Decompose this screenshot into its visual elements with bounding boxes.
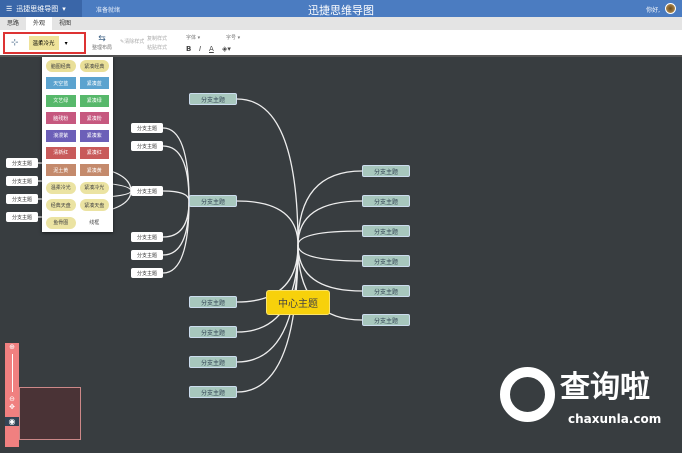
theme-option[interactable]: 紧凑绿 [79,94,109,107]
theme-option[interactable]: 紧凑粉 [79,112,109,125]
subtopic[interactable]: 分支主题 [131,123,163,133]
subtopic[interactable]: 分支主题 [131,141,163,151]
tab-idea[interactable]: 思路 [7,20,20,27]
brush-icon: ✎ [120,39,125,45]
connector-line [297,244,363,292]
theme-selector[interactable]: ⊹ 温柔冷光 ▾ [3,32,86,54]
connector-line [236,200,299,246]
fill-color-icon[interactable]: ◈▾ [222,45,231,53]
connector-line [162,200,190,274]
branch-topic[interactable]: 分支主题 [189,386,237,398]
minimap[interactable] [19,387,81,440]
connector-line [297,170,363,246]
connector-line [162,190,190,202]
ribbon-tabs: 思路 外观 视图 [0,17,682,30]
chevron-down-icon: ▾ [62,4,66,13]
subtopic[interactable]: 分支主题 [131,268,163,278]
theme-option[interactable]: 紧凑蓝 [79,77,109,90]
watermark-text: 查询啦 [560,370,650,405]
zoom-out-icon[interactable]: ⊖ [9,395,15,403]
template-icon: ⊹ [11,38,19,48]
theme-option[interactable]: 紧凑红 [79,146,109,159]
theme-option[interactable]: 紧凑天盘 [79,199,109,212]
subtopic[interactable]: 分支主题 [6,158,38,168]
subtopic[interactable]: 分支主题 [131,250,163,260]
font-color-button[interactable]: A [209,45,214,53]
paste-style-button[interactable]: 粘贴样式 [147,45,168,51]
connector-line [162,127,190,202]
branch-topic[interactable]: 分支主题 [362,314,410,326]
connector-line [297,200,363,246]
zoom-in-icon[interactable]: ⊕ [9,343,15,351]
greeting: 你好, [646,7,660,14]
menu-icon: ☰ [6,4,13,13]
central-topic[interactable]: 中心主题 [266,290,330,315]
branch-topic[interactable]: 分支主题 [189,356,237,368]
layout-icon: ⇆ [98,34,106,44]
save-status: 准备就绪 [96,7,121,14]
connector-line [236,244,299,393]
italic-button[interactable]: I [199,45,202,53]
branch-topic[interactable]: 分支主题 [362,165,410,177]
font-select[interactable]: 字体 ▾ [186,35,201,41]
connector-line [162,145,190,202]
subtopic[interactable]: 分支主题 [131,232,163,242]
theme-option[interactable]: 紧凑经典 [79,60,109,72]
zoom-slider[interactable]: ⊕ ⊖ ✥ ◉ [5,343,19,447]
zoom-track[interactable] [11,354,13,392]
page-title: 迅捷思维导图 [308,4,374,17]
theme-option[interactable]: 文艺绿 [46,94,76,107]
branch-topic[interactable]: 分支主题 [189,296,237,308]
theme-option[interactable]: 浪漫紫 [46,129,76,142]
tab-appearance[interactable]: 外观 [26,17,53,30]
move-icon[interactable]: ✥ [9,403,15,411]
theme-option[interactable]: 天空蓝 [46,77,76,90]
subtopic[interactable]: 分支主题 [6,212,38,222]
theme-dropdown: 脑图经典紧凑经典天空蓝紧凑蓝文艺绿紧凑绿脑残粉紧凑粉浪漫紫紧凑紫清新红紧凑红泥土… [42,57,113,232]
copy-style-button[interactable]: 复制样式 [147,36,168,42]
theme-option[interactable]: 清新红 [46,146,76,159]
arrange-layout-button[interactable]: ⇆整理布局 [92,34,113,51]
theme-option[interactable]: 脑图经典 [46,60,76,72]
theme-option[interactable]: 线框 [79,216,109,229]
branch-topic[interactable]: 分支主题 [362,255,410,267]
connector-line [236,98,299,246]
branch-topic[interactable]: 分支主题 [362,285,410,297]
theme-option[interactable]: 紧凑紫 [79,129,109,142]
avatar[interactable] [665,3,676,14]
connector-line [162,200,190,238]
theme-option[interactable]: 脑残粉 [46,112,76,125]
theme-option[interactable]: 温柔冷光 [46,181,76,194]
clear-style-button[interactable]: ✎清除样式 [120,39,145,45]
app-menu-button[interactable]: ☰迅捷思维导图▾ [0,0,82,17]
theme-option[interactable]: 紧凑黄 [79,164,109,177]
branch-topic[interactable]: 分支主题 [189,195,237,207]
bold-button[interactable]: B [186,45,192,53]
toolbar: ⊹ 温柔冷光 ▾ ⇆整理布局 ✎清除样式 复制样式 粘贴样式 字体 ▾ 字号 ▾… [0,30,682,57]
watermark-url: chaxunla.com [568,412,662,426]
branch-topic[interactable]: 分支主题 [189,93,237,105]
connector-line [297,244,363,262]
subtopic[interactable]: 分支主题 [6,176,38,186]
branch-topic[interactable]: 分支主题 [362,225,410,237]
current-theme: 温柔冷光 [28,36,59,50]
branch-topic[interactable]: 分支主题 [189,326,237,338]
eye-icon[interactable]: ◉ [5,417,19,426]
subtopic[interactable]: 分支主题 [6,194,38,204]
chevron-down-icon[interactable]: ▾ [64,39,68,47]
app-header: ☰迅捷思维导图▾ 准备就绪 迅捷思维导图 你好, [0,0,682,17]
subtopic[interactable]: 分支主题 [131,186,163,196]
connector-line [297,230,363,246]
font-size-select[interactable]: 字号 ▾ [226,35,241,41]
watermark-logo-icon [500,367,555,422]
theme-option[interactable]: 经典天盘 [46,199,76,212]
theme-option[interactable]: 紧凑冷光 [79,181,109,194]
theme-option[interactable]: 泥土黄 [46,164,76,177]
branch-topic[interactable]: 分支主题 [362,195,410,207]
tab-view[interactable]: 视图 [59,20,72,27]
theme-option[interactable]: 鱼骨图 [46,216,76,229]
